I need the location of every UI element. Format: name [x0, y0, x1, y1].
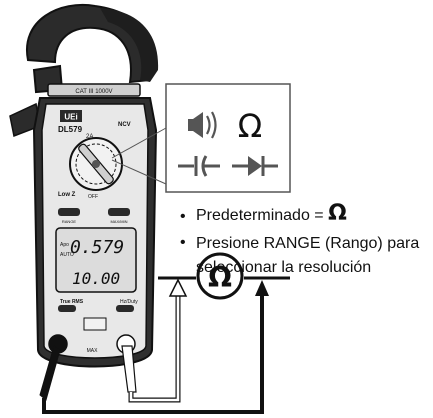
lcd-tag-apo: Apo	[60, 242, 69, 248]
hold-button[interactable]	[58, 305, 76, 312]
continuity-speaker-icon	[188, 111, 217, 139]
brand-logo-text: UEi	[64, 113, 77, 122]
maxmin-button[interactable]	[108, 208, 130, 216]
lcd-secondary-value: 10.00	[72, 269, 120, 288]
true-rms-label: True RMS	[60, 299, 84, 305]
dial-label-ncv: NCV	[118, 122, 131, 128]
callout	[111, 83, 291, 193]
black-probe-arrow	[255, 280, 269, 296]
hz-duty-button[interactable]	[116, 305, 134, 312]
rotary-dial[interactable]	[69, 137, 123, 191]
resistor-omega: Ω	[208, 261, 232, 294]
max-label: MAX	[87, 348, 99, 354]
note-range-line2: seleccionar la resolución	[196, 259, 372, 276]
omega-icon: Ω	[328, 201, 347, 226]
jaw-label: CAT III 1000V	[75, 89, 112, 95]
brand-logo	[60, 110, 82, 122]
maxmin-button-label: MAX/MIN	[110, 219, 127, 224]
note-bullet-2: •	[180, 234, 186, 251]
resistor-symbol	[196, 252, 244, 300]
dial-label-off: OFF	[88, 194, 98, 200]
cat-rating-plate	[83, 317, 107, 331]
resistor-circuit	[158, 252, 290, 300]
capacitor-icon	[178, 155, 220, 177]
black-test-lead	[39, 280, 269, 414]
range-button-label: RANGE	[62, 219, 77, 224]
dial-label-lowz: Low Z	[58, 192, 76, 198]
note-default: Predeterminado = Ω	[196, 201, 347, 226]
range-button[interactable]	[58, 208, 80, 216]
model-label: DL579	[58, 125, 83, 134]
callout-box	[165, 83, 291, 193]
lcd-display: Apo AUTO 0.579 10.00	[55, 227, 137, 293]
note-range-line1: Presione RANGE (Rango) para	[196, 235, 420, 252]
note-bullet-1: •	[180, 208, 186, 225]
dial-label-2a: 2A	[86, 134, 93, 140]
hz-duty-label: Hz/Duty	[120, 299, 138, 305]
white-probe-arrow	[168, 278, 188, 297]
lcd-tag-auto: AUTO	[60, 252, 74, 258]
note-default-text: Predeterminado =	[196, 207, 329, 224]
callout-omega-icon: Ω	[238, 107, 262, 145]
white-test-lead	[121, 278, 188, 403]
lcd-primary-value: 0.579	[70, 237, 124, 258]
diode-icon	[232, 156, 278, 176]
